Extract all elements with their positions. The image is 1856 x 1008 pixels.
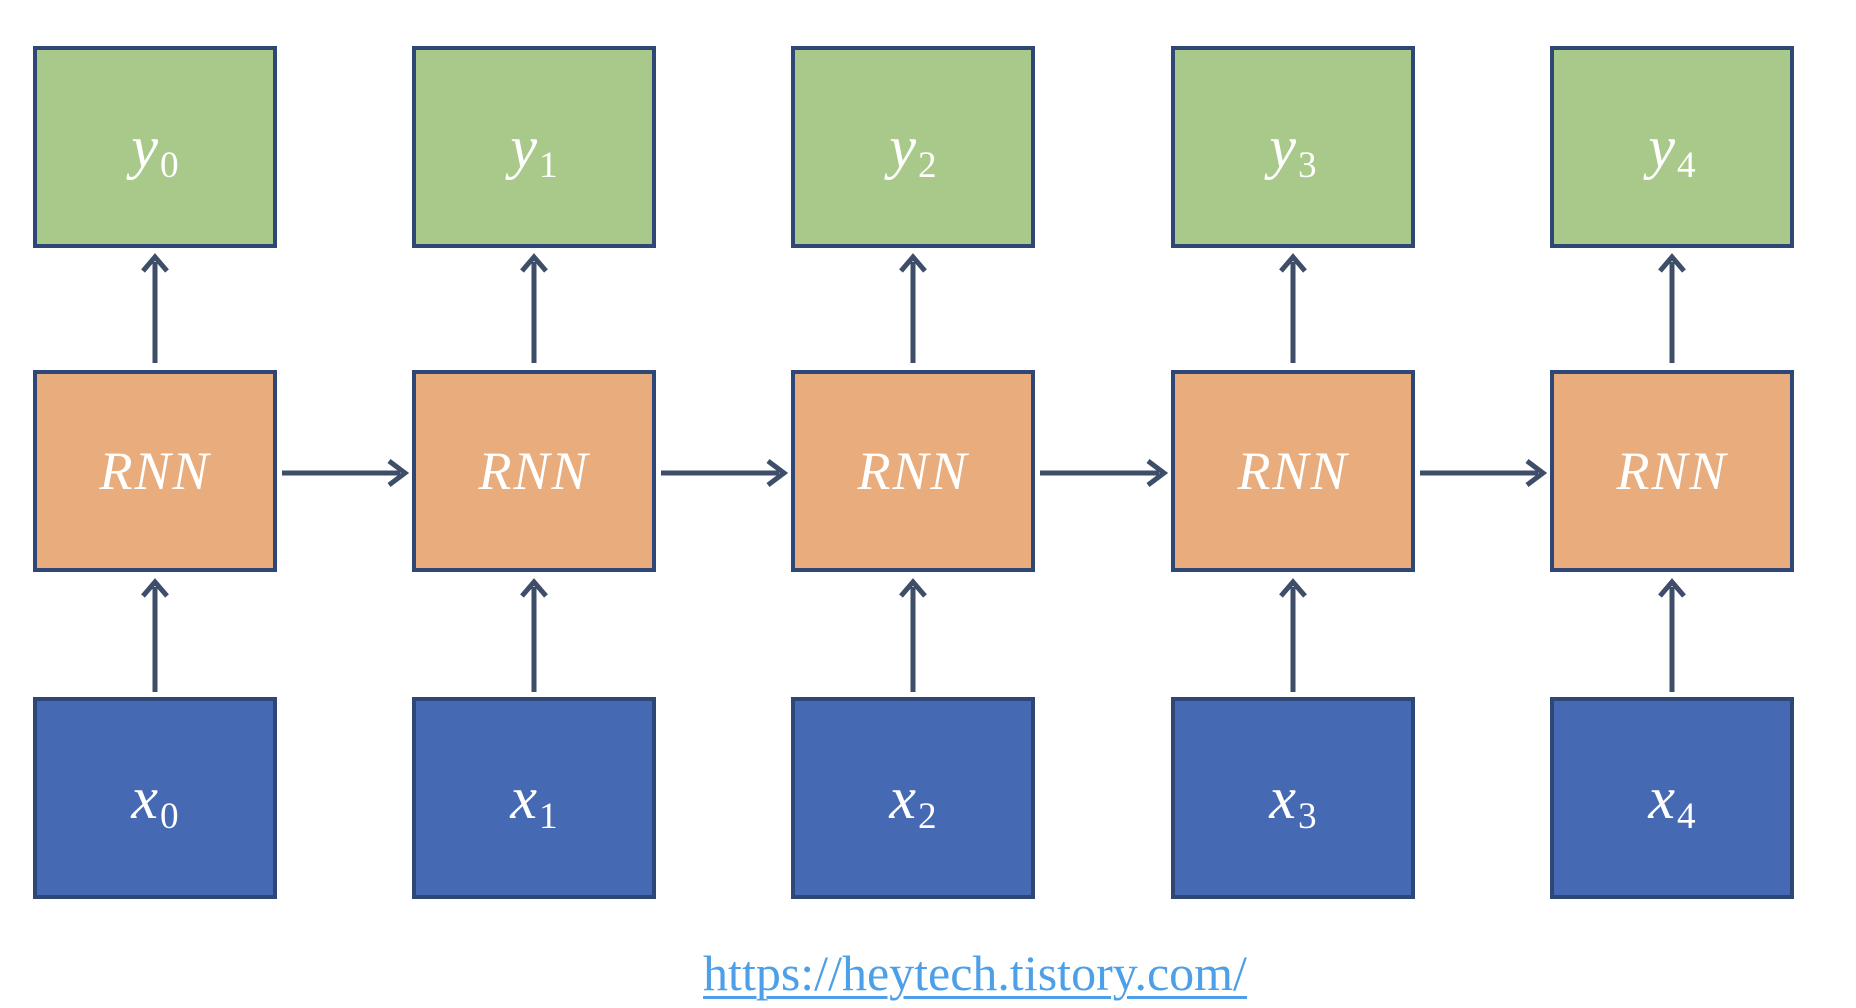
input-box-x4: x4 (1550, 697, 1794, 899)
arrow-rnn-to-output-4 (1658, 253, 1686, 363)
input-label-x0: x0 (131, 765, 179, 838)
rnn-cell-label-2: RNN (857, 441, 969, 501)
rnn-cell-label-3: RNN (1237, 441, 1349, 501)
arrow-rnn-to-rnn-3-4 (1420, 459, 1548, 487)
arrow-input-to-rnn-1 (520, 578, 548, 692)
output-box-y3: y3 (1171, 46, 1415, 248)
arrow-rnn-to-output-1 (520, 253, 548, 363)
arrow-rnn-to-output-3 (1279, 253, 1307, 363)
rnn-cell-1: RNN (412, 370, 656, 572)
output-label-y1: y1 (510, 114, 558, 187)
output-label-y3: y3 (1269, 114, 1317, 187)
rnn-cell-2: RNN (791, 370, 1035, 572)
input-label-x1: x1 (510, 765, 558, 838)
input-label-x3: x3 (1269, 765, 1317, 838)
output-box-y2: y2 (791, 46, 1035, 248)
output-box-y4: y4 (1550, 46, 1794, 248)
input-label-x4: x4 (1648, 765, 1696, 838)
rnn-cell-0: RNN (33, 370, 277, 572)
input-box-x3: x3 (1171, 697, 1415, 899)
output-label-y2: y2 (889, 114, 937, 187)
arrow-rnn-to-output-2 (899, 253, 927, 363)
rnn-cell-label-1: RNN (478, 441, 590, 501)
input-label-x2: x2 (889, 765, 937, 838)
input-box-x0: x0 (33, 697, 277, 899)
arrow-input-to-rnn-0 (141, 578, 169, 692)
arrow-rnn-to-rnn-1-2 (661, 459, 789, 487)
rnn-cell-4: RNN (1550, 370, 1794, 572)
arrow-input-to-rnn-4 (1658, 578, 1686, 692)
input-box-x2: x2 (791, 697, 1035, 899)
arrow-input-to-rnn-3 (1279, 578, 1307, 692)
output-label-y0: y0 (131, 114, 179, 187)
arrow-rnn-to-rnn-2-3 (1040, 459, 1169, 487)
arrow-rnn-to-output-0 (141, 253, 169, 363)
arrow-input-to-rnn-2 (899, 578, 927, 692)
rnn-cell-3: RNN (1171, 370, 1415, 572)
rnn-cell-label-4: RNN (1616, 441, 1728, 501)
rnn-cell-label-0: RNN (99, 441, 211, 501)
output-box-y0: y0 (33, 46, 277, 248)
source-link[interactable]: https://heytech.tistory.com/ (703, 945, 1247, 1001)
output-box-y1: y1 (412, 46, 656, 248)
input-box-x1: x1 (412, 697, 656, 899)
output-label-y4: y4 (1648, 114, 1696, 187)
arrow-rnn-to-rnn-0-1 (282, 459, 410, 487)
